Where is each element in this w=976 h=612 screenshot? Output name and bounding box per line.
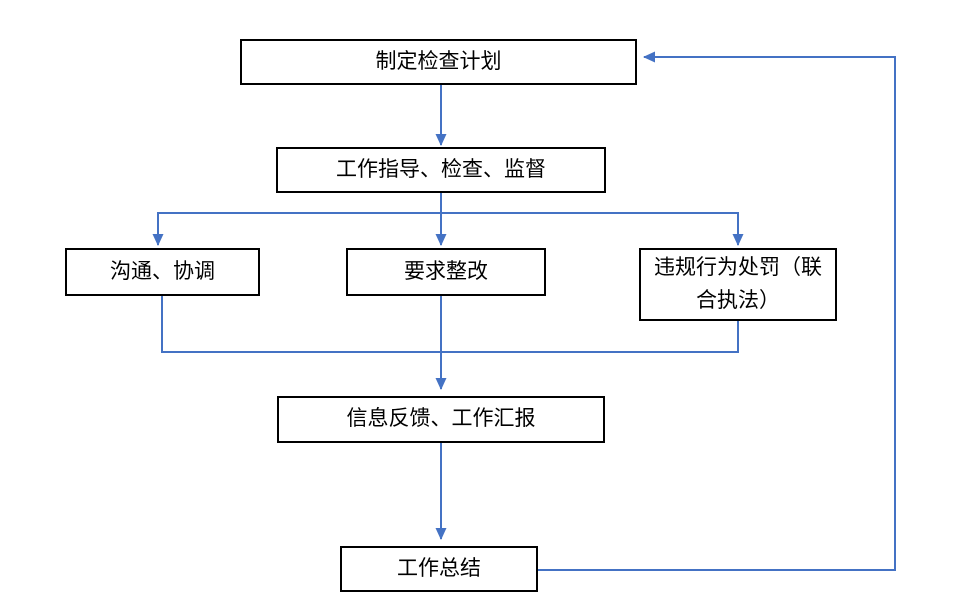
node-communicate-label: 沟通、协调 bbox=[110, 259, 215, 283]
node-guide-label: 工作指导、检查、监督 bbox=[336, 157, 546, 181]
node-plan-label: 制定检查计划 bbox=[375, 49, 502, 73]
connector-guide-to-punish bbox=[441, 212, 744, 246]
node-feedback: 信息反馈、工作汇报 bbox=[277, 396, 605, 443]
node-plan: 制定检查计划 bbox=[240, 39, 637, 85]
node-guide: 工作指导、检查、监督 bbox=[276, 147, 606, 193]
node-rectify-label: 要求整改 bbox=[404, 259, 488, 283]
node-communicate: 沟通、协调 bbox=[65, 248, 260, 296]
connector-guide-to-communicate bbox=[152, 212, 441, 246]
node-summary: 工作总结 bbox=[340, 546, 538, 592]
node-feedback-label: 信息反馈、工作汇报 bbox=[346, 407, 536, 431]
node-punish: 违规行为处罚（联合执法） bbox=[639, 248, 837, 321]
node-rectify: 要求整改 bbox=[346, 248, 546, 296]
connector-summary-to-plan-loop bbox=[538, 51, 896, 571]
node-punish-label: 违规行为处罚（联合执法） bbox=[654, 255, 822, 312]
node-summary-label: 工作总结 bbox=[397, 556, 481, 580]
connector-merge-line bbox=[161, 296, 739, 353]
